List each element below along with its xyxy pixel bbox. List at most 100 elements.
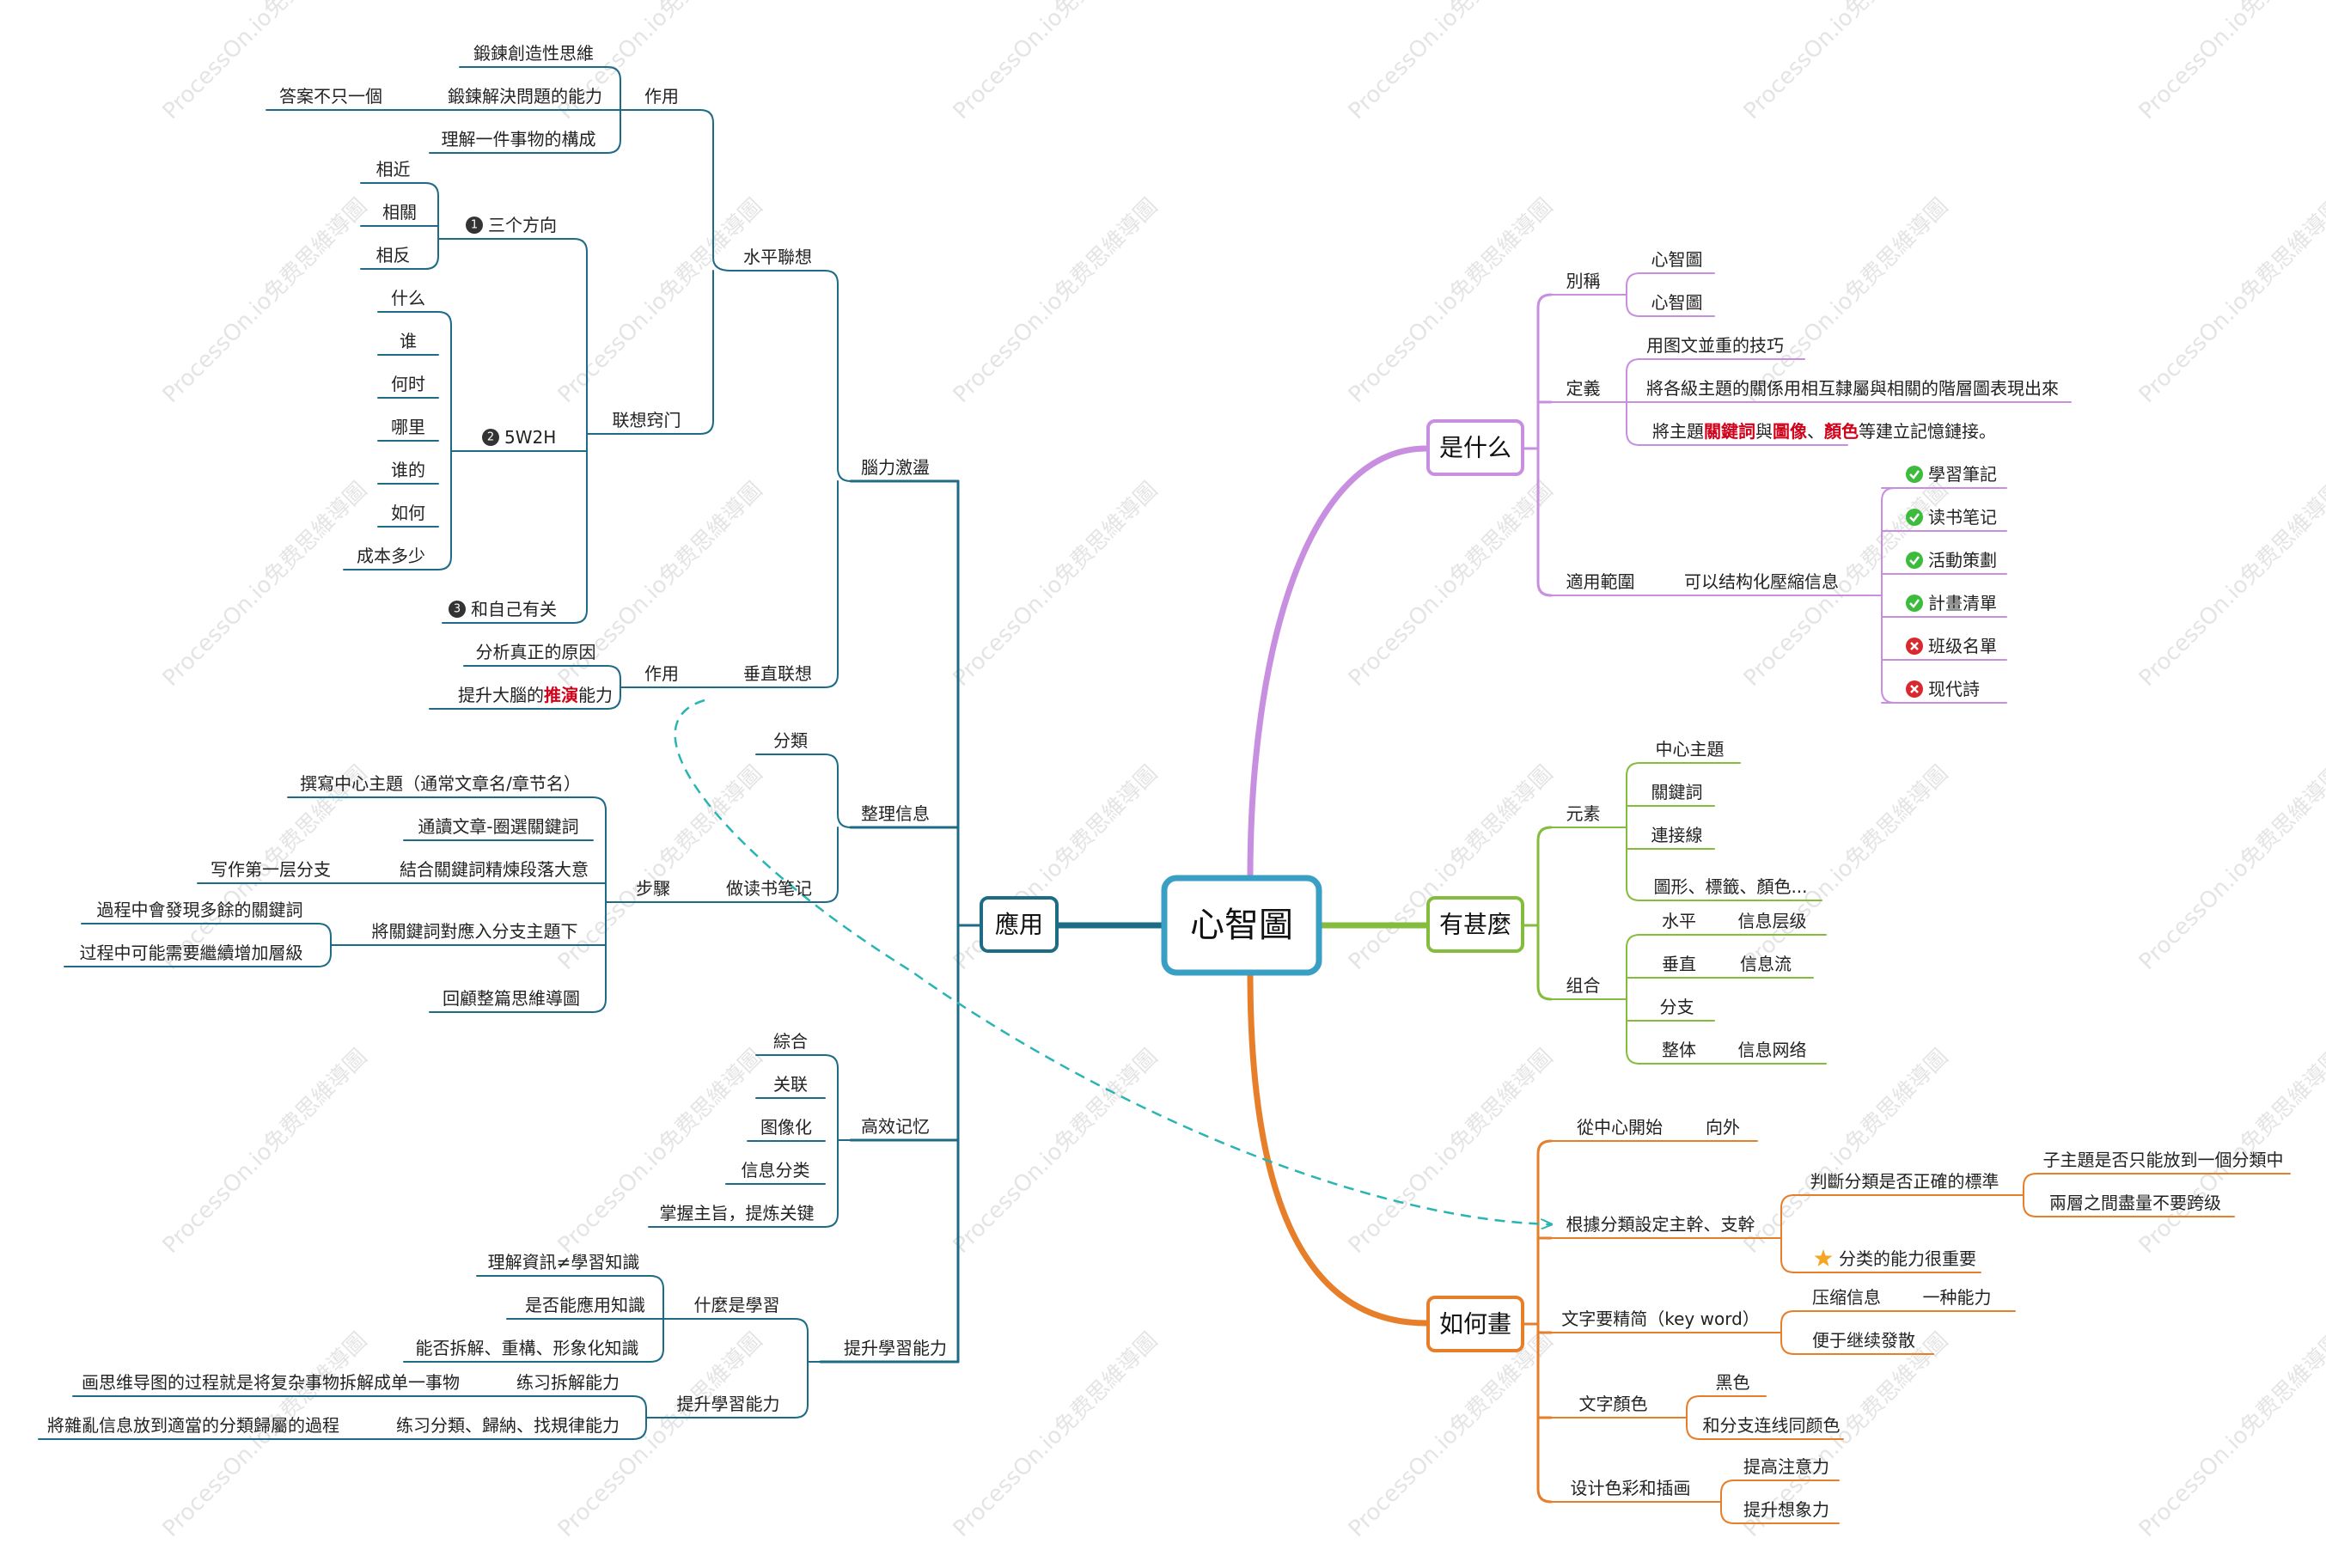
connector <box>1709 1480 1735 1503</box>
connector <box>317 944 332 967</box>
topic-b3: 高效记忆 <box>861 1116 930 1137</box>
topic-b1a2b3: 何时 <box>391 374 425 394</box>
topic-o5b: 提升想象力 <box>1743 1499 1829 1520</box>
watermark-text: ProcessOn.io免费思維導圖 <box>949 0 1163 125</box>
connector <box>424 238 439 270</box>
connector <box>699 109 731 272</box>
central-topic-box[interactable] <box>1161 875 1322 976</box>
topic-o3a1: 一种能力 <box>1923 1287 1992 1308</box>
connector <box>824 1139 839 1228</box>
topic-o3a: 压缩信息 <box>1812 1287 1881 1308</box>
watermark-text: ProcessOn.io免费思維導圖 <box>1739 193 1954 408</box>
topic-b4b: 提升學習能力 <box>677 1394 780 1414</box>
watermark-text: ProcessOn.io免费思維導圖 <box>1344 0 1559 125</box>
topic-b1a2a3: 相反 <box>376 245 411 265</box>
branch-apply-box[interactable] <box>980 896 1059 953</box>
marker-number-2-label: 2 <box>487 431 494 444</box>
topic-b4: 提升學習能力 <box>844 1338 947 1358</box>
topic-b1a2a2: 相關 <box>382 202 417 223</box>
watermark-text: ProcessOn.io免费思維導圖 <box>158 477 373 692</box>
connector <box>1780 1332 1795 1355</box>
connector <box>1626 294 1640 317</box>
watermark-text: ProcessOn.io免费思維導圖 <box>2134 477 2326 692</box>
topic-o3: 文字要精简（key word） <box>1561 1309 1760 1329</box>
connector <box>824 1054 839 1141</box>
topic-b2b: 做读书笔记 <box>726 878 812 899</box>
central-topic-label: 心智圖 <box>1190 906 1293 945</box>
topic-h1a: 中心主題 <box>1656 739 1725 760</box>
topic-o1: 從中心開始 <box>1577 1117 1663 1138</box>
connector <box>437 311 465 452</box>
topic-b3b: 关联 <box>773 1074 808 1095</box>
topic-b2b1d: 將關鍵詞對應入分支主題下 <box>372 921 578 942</box>
watermark-text: ProcessOn.io免费思維導圖 <box>2134 193 2326 408</box>
topic-o5: 设计色彩和插画 <box>1571 1478 1691 1498</box>
branch-have-box[interactable] <box>1426 896 1524 953</box>
watermark-text: ProcessOn.io免费思維導圖 <box>158 1044 373 1259</box>
topic-h2b: 垂直 <box>1662 954 1696 974</box>
connector <box>592 796 620 903</box>
branch-what-box[interactable] <box>1426 419 1524 476</box>
label-part: 能力 <box>578 685 613 705</box>
label-part: 等建立記憶鏈接。 <box>1859 421 1996 442</box>
topic-b3c: 图像化 <box>760 1117 812 1138</box>
topic-h1c: 連接線 <box>1651 825 1703 845</box>
topic-b4a2: 是否能應用知識 <box>525 1295 645 1315</box>
topic-b1a2a: 三个方向 <box>488 215 557 235</box>
branch-how-label: 如何畫 <box>1439 1310 1511 1339</box>
check-icon-mark <box>1909 556 1920 565</box>
topic-b4b1: 练习拆解能力 <box>516 1372 620 1393</box>
topic-b1a2b: 5W2H <box>504 427 556 448</box>
connector <box>437 450 452 570</box>
topic-b4a1: 理解資訊≠學習知識 <box>488 1252 640 1272</box>
topic-o4: 文字顏色 <box>1579 1394 1648 1414</box>
topic-w3a1: 學習筆記 <box>1928 464 1997 485</box>
topic-o2: 根據分類設定主幹、支幹 <box>1566 1214 1755 1235</box>
connector <box>794 1318 821 1363</box>
topic-w3a2: 读书笔记 <box>1928 507 1997 528</box>
connector <box>650 1318 664 1363</box>
connector <box>824 480 839 688</box>
watermark-text: ProcessOn.io免费思維導圖 <box>2134 760 2326 975</box>
topic-h1b: 關鍵詞 <box>1651 782 1703 802</box>
watermark-text: ProcessOn.io免费思維導圖 <box>1344 477 1559 692</box>
topic-b1a2b5: 谁的 <box>391 460 425 480</box>
connector <box>607 665 624 688</box>
connector <box>699 270 714 435</box>
topic-b4b1a: 画思维导图的过程就是将复杂事物拆解成单一事物 <box>82 1372 460 1393</box>
star-icon <box>1814 1249 1833 1266</box>
topic-o2b: 分类的能力很重要 <box>1839 1248 1976 1269</box>
branch-have-label: 有甚麼 <box>1439 911 1511 939</box>
topic-o2a: 判斷分類是否正確的標準 <box>1810 1171 1999 1192</box>
branch-how-box[interactable] <box>1426 1296 1524 1352</box>
watermark-text: ProcessOn.io免费思維導圖 <box>949 1327 1163 1542</box>
connector <box>1536 1322 1553 1504</box>
topic-o3b: 便于继续發散 <box>1812 1330 1915 1351</box>
topic-b1a2: 联想窍门 <box>613 410 681 430</box>
branch-apply-label: 應用 <box>995 911 1043 939</box>
topic-b1a2b2: 谁 <box>400 331 417 351</box>
connector <box>794 1361 809 1419</box>
label-part: 與 <box>1755 421 1773 442</box>
watermark-text: ProcessOn.io免费思維導圖 <box>1344 1044 1559 1259</box>
topic-h2: 组合 <box>1566 975 1601 996</box>
topic-b1: 腦力激盪 <box>861 457 930 478</box>
connector <box>2023 1194 2037 1217</box>
watermark-text: ProcessOn.io免费思維導圖 <box>2134 0 2326 125</box>
topic-b3e: 掌握主旨，提炼关键 <box>660 1203 815 1223</box>
connector <box>1536 293 1553 450</box>
topic-b3d: 信息分类 <box>742 1160 810 1181</box>
label-part: 顏色 <box>1824 421 1859 442</box>
topic-b4b2: 练习分類、歸納、找規律能力 <box>396 1415 620 1436</box>
label-part: 提升大腦的 <box>458 685 544 705</box>
label-part: 、 <box>1807 421 1824 442</box>
topic-w2c: 將主題關鍵詞與圖像、顏色等建立記憶鏈接。 <box>1652 421 1996 442</box>
connector <box>1769 1194 1795 1239</box>
central-to-how <box>1247 969 1430 1327</box>
connector <box>317 923 345 946</box>
label-part: 將主題 <box>1652 421 1704 442</box>
connector <box>1626 401 1640 446</box>
watermark-text: ProcessOn.io免费思維導圖 <box>1344 1327 1559 1542</box>
connector <box>632 1395 662 1419</box>
